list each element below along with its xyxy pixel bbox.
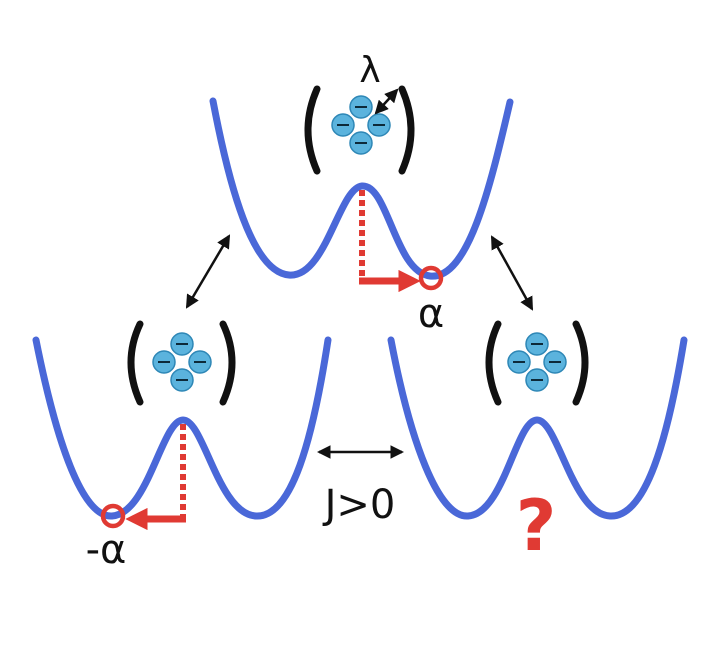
neg-alpha-label: -α <box>86 527 127 573</box>
coupling-label: J>0 <box>322 482 396 528</box>
lambda-label: λ <box>359 50 380 91</box>
lambda-spacing-arrow <box>374 88 399 115</box>
right-double-well-curve <box>387 336 688 520</box>
ion <box>525 332 549 356</box>
ion <box>349 95 373 119</box>
ion <box>170 332 194 356</box>
right-ion-cluster <box>507 332 567 392</box>
ion <box>525 368 549 392</box>
top-ion-crystal: λ <box>304 50 415 175</box>
top-left-coupling-arrow <box>185 234 231 309</box>
ion <box>543 350 567 374</box>
top-equilibrium-marker <box>418 265 444 291</box>
left-double-well-curve <box>32 336 332 520</box>
left-ion-crystal <box>127 320 236 406</box>
left-right-bracket <box>219 320 236 406</box>
top-left-bracket <box>304 85 321 175</box>
right-right-bracket <box>572 320 589 406</box>
ion <box>367 113 391 137</box>
right-left-bracket <box>485 320 502 406</box>
top-double-well-curve <box>209 97 514 280</box>
right-ion-crystal <box>485 320 589 406</box>
top-ion-cluster <box>331 95 391 155</box>
frustration-question-mark: ? <box>516 485 557 567</box>
left-equilibrium-marker <box>100 503 126 529</box>
ion <box>507 350 531 374</box>
ion <box>170 368 194 392</box>
top-right-coupling-arrow <box>490 235 534 311</box>
left-node: -α <box>32 320 332 573</box>
ion <box>152 350 176 374</box>
ion <box>188 350 212 374</box>
top-right-bracket <box>398 85 415 175</box>
alpha-label: α <box>418 291 444 337</box>
ion <box>331 113 355 137</box>
left-ion-cluster <box>152 332 212 392</box>
ion <box>349 131 373 155</box>
right-node: ? <box>387 320 688 567</box>
top-node: α λ <box>209 50 514 337</box>
left-left-bracket <box>127 320 144 406</box>
